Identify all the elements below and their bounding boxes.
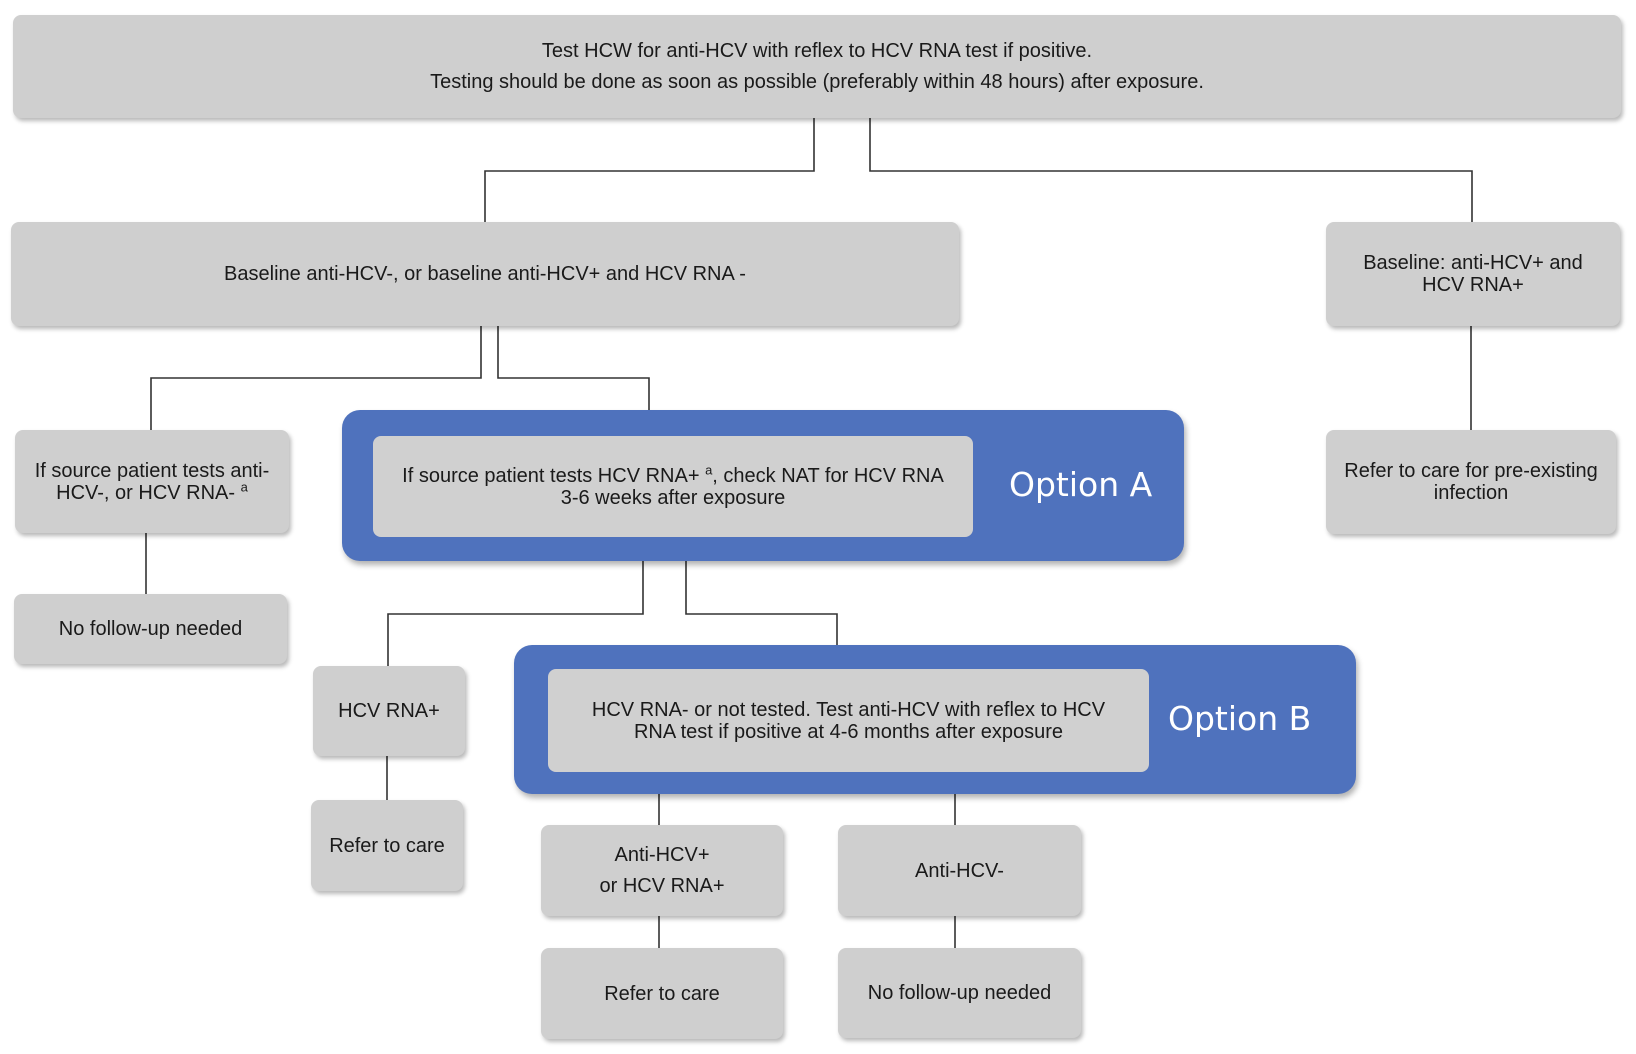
baseline-positive-box: Baseline: anti-HCV+ and HCV RNA+	[1326, 222, 1620, 326]
refer-preexisting-box: Refer to care for pre-existing infection	[1326, 430, 1616, 534]
refer-care-text-1: Refer to care	[329, 834, 445, 857]
refer-care-box-1: Refer to care	[311, 800, 463, 891]
top-instruction-line2: Testing should be done as soon as possib…	[430, 70, 1204, 93]
hcv-rna-positive-text: HCV RNA+	[338, 700, 440, 722]
top-instruction-line1: Test HCW for anti-HCV with reflex to HCV…	[541, 39, 1093, 62]
no-followup-text-1: No follow-up needed	[58, 618, 243, 640]
refer-care-box-2: Refer to care	[541, 948, 783, 1039]
option-b-label: Option B	[1168, 699, 1312, 738]
option-a-text-after: , check NAT for HCV RNA 3-6 weeks after …	[560, 464, 944, 509]
connector-baseline-neg-to-source-neg	[150, 326, 482, 430]
anti-hcv-positive-box: Anti-HCV+ or HCV RNA+	[541, 825, 783, 916]
no-followup-text-2: No follow-up needed	[867, 982, 1052, 1004]
anti-hcv-negative-box: Anti-HCV-	[838, 825, 1081, 916]
connector-option-a-to-hcv-rna-pos	[387, 561, 644, 666]
top-instruction-box: Test HCW for anti-HCV with reflex to HCV…	[13, 15, 1621, 118]
baseline-positive-text: Baseline: anti-HCV+ and HCV RNA+	[1363, 252, 1583, 296]
connector-top-to-baseline-neg	[484, 118, 815, 222]
source-negative-box: If source patient tests anti- HCV-, or H…	[15, 430, 289, 533]
baseline-negative-box: Baseline anti-HCV-, or baseline anti-HCV…	[11, 222, 959, 326]
refer-care-text-2: Refer to care	[604, 982, 720, 1005]
option-b-text: HCV RNA- or not tested. Test anti-HCV wi…	[591, 698, 1106, 743]
option-a-inner-box: If source patient tests HCV RNA+ a, chec…	[373, 436, 973, 537]
hcv-rna-positive-box: HCV RNA+	[313, 666, 465, 756]
option-b-panel: HCV RNA- or not tested. Test anti-HCV wi…	[514, 645, 1356, 794]
anti-hcv-positive-text: Anti-HCV+ or HCV RNA+	[599, 843, 725, 897]
footnote-a-marker: a	[705, 461, 713, 477]
connector-option-a-to-option-b	[685, 561, 838, 645]
connector-baseline-neg-to-option-a	[497, 326, 650, 410]
baseline-negative-text: Baseline anti-HCV-, or baseline anti-HCV…	[224, 263, 746, 285]
refer-preexisting-text: Refer to care for pre-existing infection	[1344, 460, 1598, 504]
footnote-a-marker: a	[240, 478, 248, 494]
option-b-inner-box: HCV RNA- or not tested. Test anti-HCV wi…	[548, 669, 1149, 772]
anti-hcv-negative-text: Anti-HCV-	[915, 859, 1004, 882]
option-a-label: Option A	[1009, 465, 1153, 504]
connector-top-to-baseline-pos	[869, 118, 1473, 222]
no-followup-box-1: No follow-up needed	[14, 594, 287, 664]
option-a-text-before: If source patient tests HCV RNA+	[402, 464, 706, 487]
option-a-panel: If source patient tests HCV RNA+ a, chec…	[342, 410, 1184, 561]
no-followup-box-2: No follow-up needed	[838, 948, 1081, 1038]
source-negative-text: If source patient tests anti- HCV-, or H…	[34, 459, 270, 504]
